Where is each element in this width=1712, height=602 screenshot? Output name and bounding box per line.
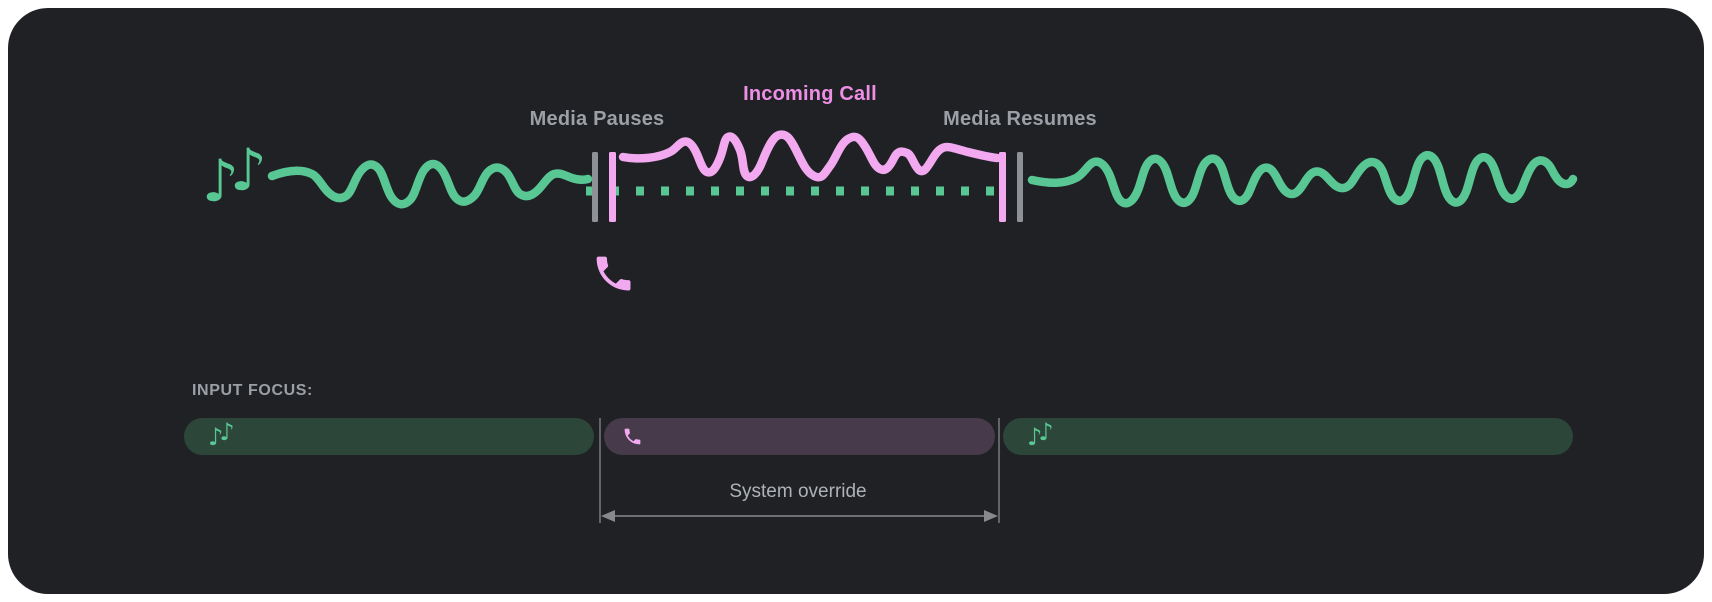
resume-marker-pink xyxy=(999,152,1006,222)
music-notes-icon: ♪ ♪ xyxy=(1003,420,1054,451)
pause-marker-gray xyxy=(592,152,598,222)
media-pauses-label: Media Pauses xyxy=(529,108,665,130)
resume-marker-gray xyxy=(1017,152,1023,222)
focus-segment-media-after: ♪ ♪ xyxy=(1003,418,1573,455)
incoming-call-label: Incoming Call xyxy=(743,83,877,105)
system-override-label: System override xyxy=(729,481,867,502)
music-note-glyph: ♪ xyxy=(230,136,268,204)
music-note-glyph: ♪ xyxy=(1027,422,1043,451)
phone-icon xyxy=(604,426,643,447)
music-note-glyph: ♪ xyxy=(219,417,235,446)
music-notes-icon: ♪ ♪ xyxy=(184,420,235,451)
media-waveform-right xyxy=(1027,151,1578,208)
canvas-card xyxy=(8,8,1704,594)
system-override-arrow xyxy=(601,510,998,522)
music-notes-icon: ♪ ♪ xyxy=(202,141,267,215)
music-note-glyph: ♪ xyxy=(202,147,240,215)
media-waveform-left xyxy=(267,159,593,209)
call-waveform xyxy=(618,130,1002,182)
input-focus-heading: INPUT FOCUS: xyxy=(192,382,313,399)
music-note-glyph: ♪ xyxy=(208,422,224,451)
focus-segment-call xyxy=(604,418,995,455)
pause-marker-pink xyxy=(609,152,616,222)
music-note-glyph: ♪ xyxy=(1038,417,1054,446)
incoming-call-phone-icon xyxy=(596,256,631,291)
focus-segment-media-before: ♪ ♪ xyxy=(184,418,594,455)
media-resumes-label: Media Resumes xyxy=(943,108,1097,130)
